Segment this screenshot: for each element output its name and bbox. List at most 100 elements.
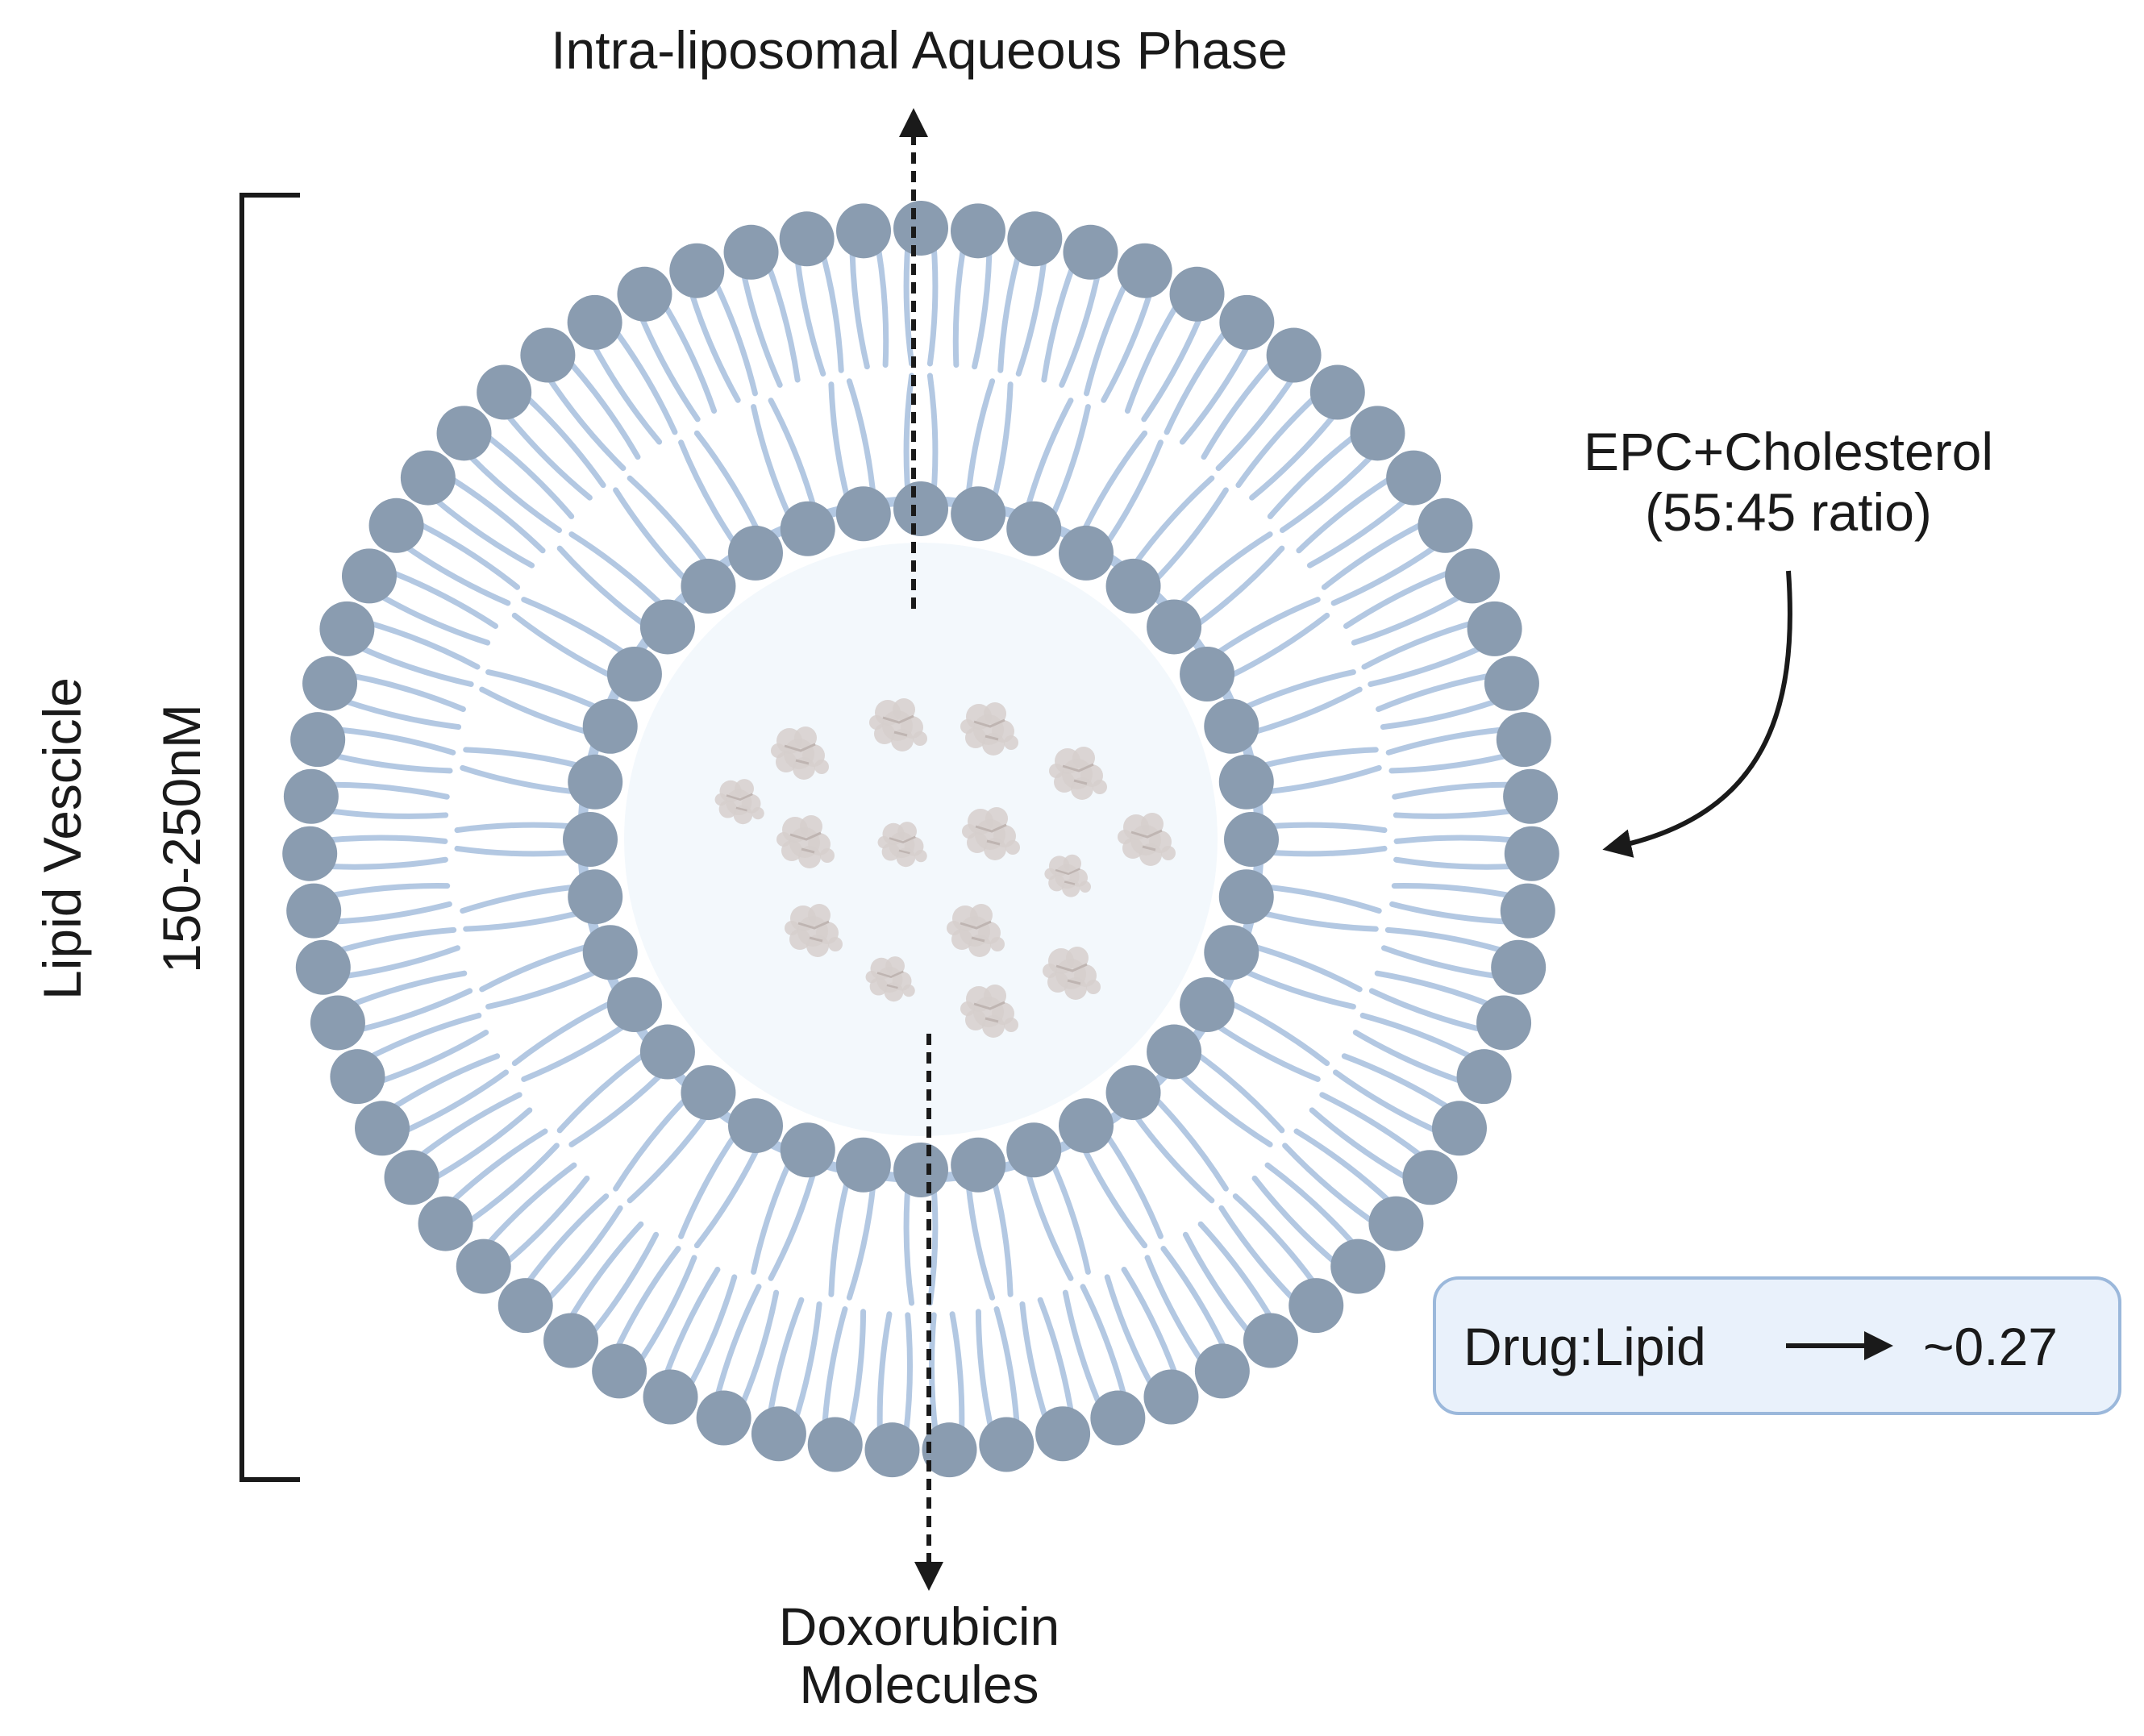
drug-molecule-icon [1043, 947, 1101, 1000]
outer-lipid-head [543, 1313, 599, 1368]
outer-lipid-head [807, 1417, 863, 1472]
outer-lipid-head [1504, 826, 1559, 881]
doxorubicin-label-line2: Molecules [799, 1655, 1039, 1714]
outer-lipid-head [1169, 266, 1225, 322]
outer-lipid-head [1143, 1369, 1199, 1425]
outer-lipid-head [1386, 450, 1442, 506]
outer-lipid-head [283, 768, 339, 824]
outer-lipid-head [979, 1417, 1035, 1472]
outer-leaflet-heads [282, 201, 1559, 1478]
inner-lipid-head [568, 754, 623, 810]
outer-lipid-head [341, 548, 397, 604]
outer-lipid-head [1007, 211, 1063, 267]
inner-lipid-head [835, 1137, 891, 1193]
inner-lipid-head [1059, 525, 1114, 581]
outer-lipid-head [384, 1150, 439, 1205]
inner-lipid-head [1059, 1098, 1114, 1154]
outer-lipid-head [1309, 364, 1365, 420]
aqueous-phase-label: Intra-liposomal Aqueous Phase [551, 20, 1288, 80]
outer-lipid-head [1500, 883, 1555, 939]
outer-lipid-head [310, 995, 365, 1051]
outer-lipid-head [1467, 601, 1522, 656]
inner-lipid-head [1105, 558, 1161, 614]
drug-lipid-label: Drug:Lipid [1463, 1317, 1706, 1376]
outer-lipid-head [1456, 1049, 1512, 1105]
drug-molecule-icon [1118, 813, 1176, 866]
inner-lipid-head [582, 925, 638, 980]
outer-lipid-head [922, 1422, 977, 1478]
doxorubicin-molecules [714, 698, 1176, 1038]
outer-lipid-head [893, 201, 948, 256]
drug-molecule-icon [776, 815, 835, 868]
inner-lipid-head [1147, 599, 1202, 655]
inner-lipid-head [835, 486, 891, 542]
inner-lipid-head [728, 1098, 783, 1154]
drug-molecule-icon [947, 904, 1005, 957]
doxorubicin-label-line1: Doxorubicin [779, 1597, 1060, 1656]
inner-lipid-head [1006, 1122, 1062, 1178]
inner-lipid-head [1224, 812, 1279, 867]
drug-molecule-icon [1044, 854, 1091, 897]
inner-leaflet-heads [563, 481, 1279, 1197]
outer-lipid-head [368, 497, 424, 553]
outer-lipid-head [864, 1422, 920, 1478]
outer-lipid-head [1117, 243, 1172, 298]
inner-lipid-head [1105, 1065, 1161, 1121]
outer-lipid-head [669, 243, 725, 298]
drug-lipid-value: ~0.27 [1923, 1317, 2058, 1376]
outer-lipid-head [1431, 1101, 1487, 1156]
drug-molecule-icon [962, 807, 1020, 860]
outer-lipid-head [295, 939, 351, 995]
outer-lipid-head [1368, 1196, 1424, 1251]
inner-lipid-head [681, 1065, 736, 1121]
drug-molecule-icon [714, 779, 764, 825]
outer-lipid-head [1035, 1406, 1091, 1462]
outer-lipid-head [1219, 294, 1275, 350]
drug-molecule-icon [1049, 747, 1107, 800]
drug-molecule-icon [960, 702, 1018, 756]
outer-lipid-head [1418, 497, 1473, 553]
inner-lipid-head [780, 1122, 835, 1178]
outer-lipid-head [400, 450, 456, 506]
inner-lipid-head [893, 481, 948, 536]
inner-lipid-head [1204, 698, 1259, 754]
drug-molecule-icon [960, 985, 1018, 1038]
inner-lipid-head [1006, 501, 1062, 556]
inner-lipid-head [606, 977, 662, 1032]
outer-lipid-head [592, 1343, 647, 1399]
outer-lipid-head [1402, 1150, 1458, 1205]
inner-lipid-head [639, 599, 695, 655]
outer-lipid-head [1484, 656, 1539, 711]
lipid-vesicle-label: Lipid Vescicle [32, 677, 92, 1000]
outer-lipid-head [477, 364, 532, 420]
outer-lipid-head [497, 1278, 553, 1334]
epc-cholesterol-label-line2: (55:45 ratio) [1645, 482, 1932, 542]
drug-molecule-icon [771, 726, 829, 780]
outer-lipid-head [319, 601, 375, 656]
drug-molecule-icon [865, 956, 915, 1002]
outer-lipid-head [643, 1369, 698, 1425]
inner-lipid-head [606, 647, 662, 701]
outer-lipid-head [520, 327, 576, 383]
inner-lipid-head [728, 525, 783, 581]
outer-lipid-head [1350, 406, 1405, 461]
inner-lipid-head [1180, 977, 1235, 1032]
outer-lipid-head [1445, 548, 1501, 604]
outer-lipid-head [282, 826, 338, 881]
outer-lipid-head [751, 1406, 806, 1462]
outer-lipid-head [1266, 327, 1322, 383]
outer-lipid-head [456, 1239, 511, 1294]
outer-lipid-head [436, 406, 492, 461]
inner-lipid-head [563, 812, 618, 867]
size-bracket [239, 193, 300, 1482]
outer-lipid-head [950, 203, 1005, 259]
inner-lipid-head [582, 698, 638, 754]
outer-lipid-head [330, 1049, 385, 1105]
drug-molecule-icon [877, 822, 927, 868]
outer-lipid-head [1063, 224, 1118, 280]
inner-lipid-head [1147, 1024, 1202, 1080]
inner-lipid-head [780, 501, 835, 556]
inner-lipid-head [951, 1137, 1006, 1193]
inner-lipid-head [1218, 754, 1274, 810]
vesicle-size-label: 150-250nM [152, 704, 211, 973]
